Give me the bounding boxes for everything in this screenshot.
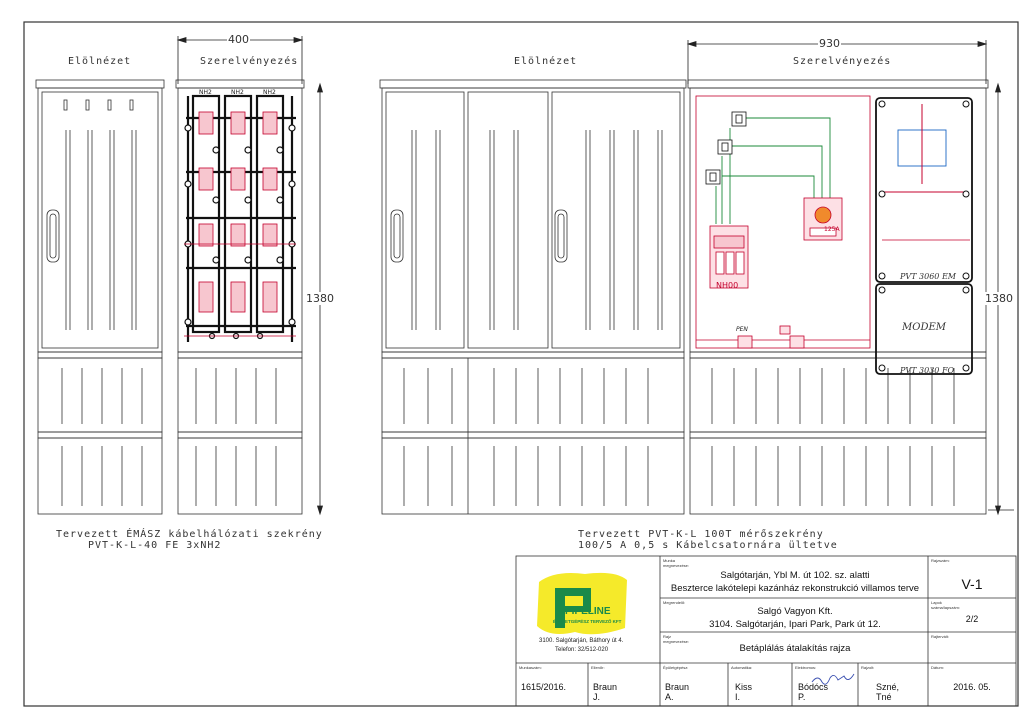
left-wiring-terminals <box>184 124 296 340</box>
drawing-heading: Rajz megnevezése: <box>663 634 690 644</box>
right-wiring-cabinet <box>687 79 989 515</box>
title-block-grid <box>515 555 1017 707</box>
modem-label: MODEM <box>902 322 946 333</box>
job-no: 1615/2016. <box>521 682 567 692</box>
sheet-count-heading: Lapok száma/lapszám: <box>931 600 960 610</box>
right-front-cabinet <box>379 79 687 515</box>
drafter: Szné, Tné <box>876 682 900 702</box>
right-wiring-ct-blocks <box>705 111 747 185</box>
date-value: 2016. 05. <box>953 682 991 692</box>
right-caption-line2: 100/5 A 0,5 s Kábelcsatornára ültetve <box>578 540 838 551</box>
right-front-view-heading: Elölnézet <box>514 56 578 67</box>
pipeline-logo: PIPELINE ÉPÜLETGÉPÉSZ TERVEZŐ KFT 3100. … <box>535 568 630 668</box>
right-wiring-switch <box>709 225 749 289</box>
checker: Braun J. <box>593 682 618 702</box>
right-front-slots <box>390 130 663 506</box>
logo-name: PIPELINE <box>565 606 611 617</box>
pen-label: PEN <box>736 326 748 333</box>
left-caption-line1: Tervezett ÉMÁSZ kábelhálózati szekrény <box>56 529 323 540</box>
electric: Bódócs P. <box>798 682 829 702</box>
sheet-no: V-1 <box>961 576 983 592</box>
sheet-count: 2/2 <box>965 614 979 624</box>
logo-subtitle: ÉPÜLETGÉPÉSZ TERVEZŐ KFT <box>553 619 622 624</box>
project-line1: Salgótarján, Ybl M. út 102. sz. alatti <box>720 570 870 581</box>
automation: Kiss I. <box>735 682 753 702</box>
left-height-dimension: 1380 <box>305 292 335 305</box>
job-no-heading: Munkaszám: <box>519 665 542 670</box>
client-heading: Megrendelő: <box>663 600 686 605</box>
breaker-label: 125A <box>824 226 840 233</box>
left-caption-line2: PVT-K-L-40 FE 3xNH2 <box>88 540 222 551</box>
register-heading: Rajtervált: <box>931 634 950 639</box>
client-line1: Salgó Vagyon Kft. <box>757 606 833 617</box>
dimension-lines <box>176 36 1014 516</box>
drawing-title: Betáplálás átalakítás rajza <box>739 643 851 654</box>
right-width-dimension: 930 <box>818 37 841 50</box>
sheet-border <box>23 21 1019 707</box>
logo-address: 3100. Salgótarján, Báthory út 4. <box>539 638 624 644</box>
meter-box-label: PVT 3060 EM <box>900 272 956 281</box>
left-wiring-fuses <box>198 111 278 313</box>
signature-icon <box>811 673 855 685</box>
left-width-dimension: 400 <box>227 33 250 46</box>
right-wiring-box-screws <box>878 100 970 372</box>
building: Braun A. <box>665 682 690 702</box>
right-wiring-pen-bar <box>737 325 805 349</box>
left-front-view-heading: Elölnézet <box>68 56 132 67</box>
fuse-label-2: NH2 <box>231 89 244 96</box>
automation-heading: Automatika: <box>731 665 753 670</box>
right-caption-line1: Tervezett PVT-K-L 100T mérőszekrény <box>578 529 824 540</box>
left-wiring-cabinet <box>175 79 305 515</box>
sheet-no-heading: Rajzszám: <box>931 558 950 563</box>
right-wiring-breaker <box>803 197 843 241</box>
logo-phone: Telefon: 32/512-020 <box>555 647 609 653</box>
project-heading: Munka megnevezése: <box>663 558 690 568</box>
right-wiring-red-frame <box>695 95 970 349</box>
drafter-heading: Rajzolt: <box>861 665 875 670</box>
fuse-label-3: NH2 <box>263 89 276 96</box>
right-wiring-view-heading: Szerelvényezés <box>793 56 892 67</box>
project-line2: Beszterce lakótelepi kazánház rekonstruk… <box>670 583 920 594</box>
left-wiring-red-wires <box>184 243 296 337</box>
building-heading: Épületgépész: <box>663 665 689 670</box>
left-front-cabinet <box>35 79 165 515</box>
right-height-dimension: 1380 <box>984 292 1014 305</box>
right-wiring-meter-box <box>875 97 973 375</box>
lower-box-label: PVT 3030 FO <box>900 366 955 375</box>
client-line2: 3104. Salgótarján, Ipari Park, Park út 1… <box>709 619 881 630</box>
fuse-label-1: NH2 <box>199 89 212 96</box>
left-wiring-view-heading: Szerelvényezés <box>200 56 299 67</box>
electric-heading: Elektromos: <box>795 665 817 670</box>
date-heading: Dátum: <box>931 665 944 670</box>
left-front-slots <box>46 99 143 506</box>
checker-heading: Ellenőr: <box>591 665 605 670</box>
logo-graphic <box>537 572 627 635</box>
switch-label: NH00 <box>716 281 739 290</box>
right-wiring-meter-rail <box>880 104 968 193</box>
